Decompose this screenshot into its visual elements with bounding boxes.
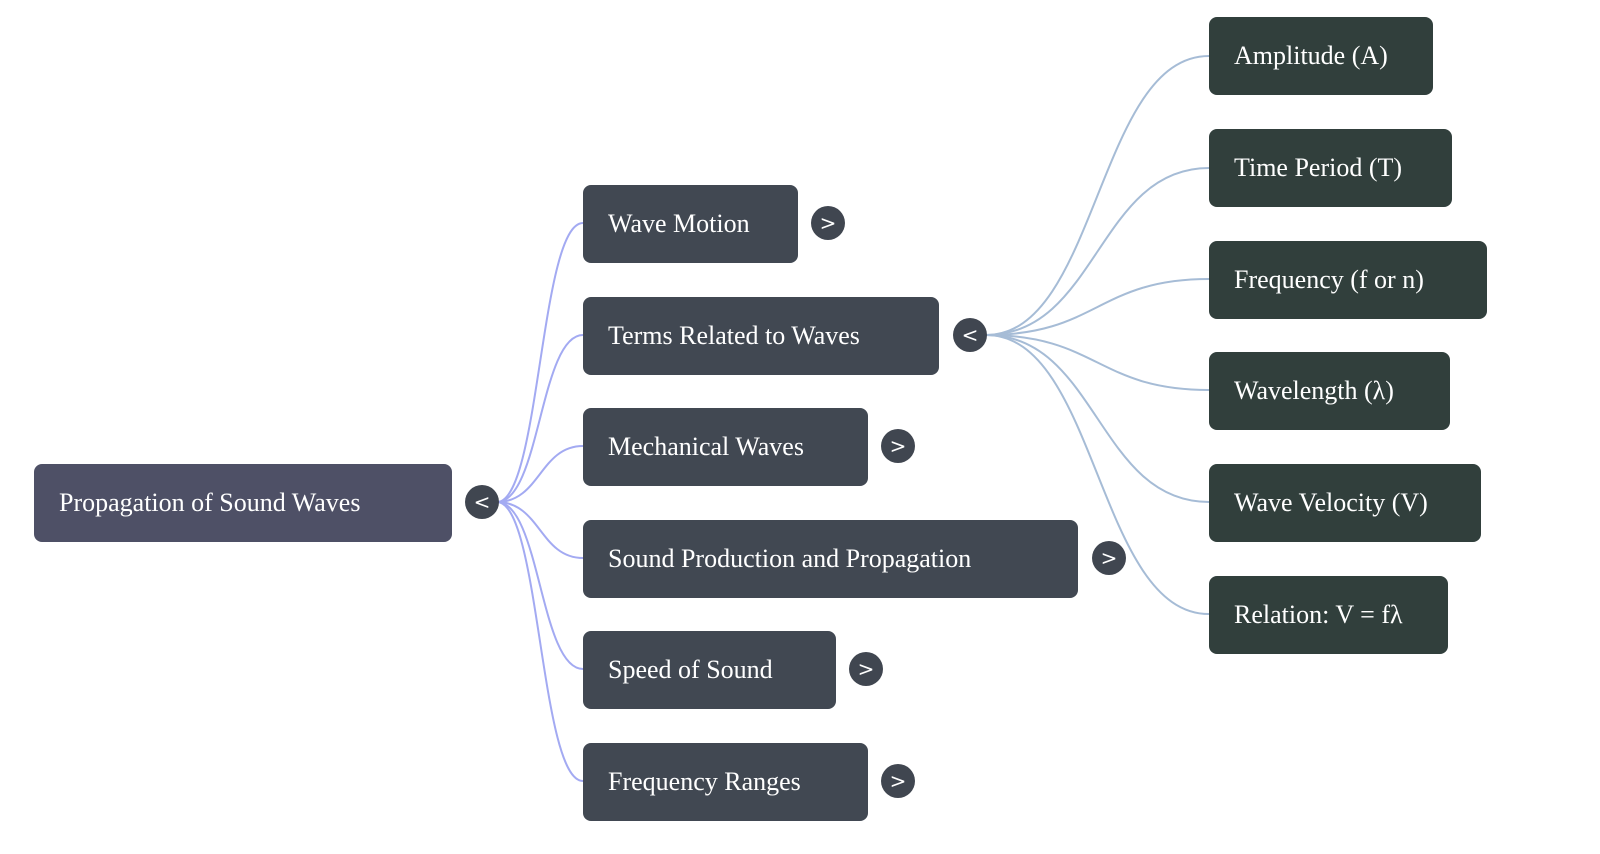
chevron-right-icon: > (889, 434, 907, 458)
node-frequency-ranges[interactable]: Frequency Ranges (583, 743, 868, 821)
node-label: Wave Velocity (V) (1234, 488, 1428, 517)
node-time-period[interactable]: Time Period (T) (1209, 129, 1452, 207)
chevron-left-icon: < (473, 490, 491, 514)
node-label: Amplitude (A) (1234, 41, 1388, 70)
root-label: Propagation of Sound Waves (59, 488, 361, 517)
mechanical-waves-expand-toggle[interactable]: > (881, 429, 915, 463)
node-wave-velocity[interactable]: Wave Velocity (V) (1209, 464, 1481, 542)
edge-terms-to-leaf-3 (985, 334, 1210, 391)
chevron-right-icon: > (889, 769, 907, 793)
sound-production-expand-toggle[interactable]: > (1092, 541, 1126, 575)
edge-root-to-child-2 (496, 445, 584, 503)
node-label: Speed of Sound (608, 655, 773, 684)
root-collapse-toggle[interactable]: < (465, 485, 499, 519)
node-label: Wavelength (λ) (1234, 376, 1394, 405)
node-label: Time Period (T) (1234, 153, 1403, 182)
node-label: Frequency Ranges (608, 767, 801, 796)
node-mechanical-waves[interactable]: Mechanical Waves (583, 408, 868, 486)
chevron-left-icon: < (961, 323, 979, 347)
chevron-right-icon: > (857, 657, 875, 681)
node-label: Terms Related to Waves (608, 321, 860, 350)
node-wave-motion[interactable]: Wave Motion (583, 185, 798, 263)
node-relation[interactable]: Relation: V = fλ (1209, 576, 1448, 654)
node-sound-production-and-propagation[interactable]: Sound Production and Propagation (583, 520, 1078, 598)
edge-root-to-child-0 (496, 222, 584, 503)
edge-root-to-child-3 (496, 501, 584, 559)
edge-terms-to-leaf-4 (985, 334, 1210, 503)
root-node[interactable]: Propagation of Sound Waves (34, 464, 452, 542)
node-speed-of-sound[interactable]: Speed of Sound (583, 631, 836, 709)
node-wavelength[interactable]: Wavelength (λ) (1209, 352, 1450, 430)
frequency-ranges-expand-toggle[interactable]: > (881, 764, 915, 798)
node-label: Frequency (f or n) (1234, 265, 1424, 294)
wave-motion-expand-toggle[interactable]: > (811, 206, 845, 240)
node-label: Relation: V = fλ (1234, 600, 1403, 629)
edge-root-to-child-4 (496, 501, 584, 670)
node-label: Sound Production and Propagation (608, 544, 972, 573)
chevron-right-icon: > (819, 211, 837, 235)
node-label: Wave Motion (608, 209, 750, 238)
edge-terms-to-leaf-2 (985, 278, 1210, 336)
node-terms-related-to-waves[interactable]: Terms Related to Waves (583, 297, 939, 375)
edge-root-to-child-5 (496, 501, 584, 782)
edge-terms-to-leaf-1 (985, 167, 1210, 336)
chevron-right-icon: > (1100, 546, 1118, 570)
edge-root-to-child-1 (496, 334, 584, 503)
speed-of-sound-expand-toggle[interactable]: > (849, 652, 883, 686)
node-frequency[interactable]: Frequency (f or n) (1209, 241, 1487, 319)
terms-collapse-toggle[interactable]: < (953, 318, 987, 352)
node-label: Mechanical Waves (608, 432, 804, 461)
node-amplitude[interactable]: Amplitude (A) (1209, 17, 1433, 95)
edge-terms-to-leaf-0 (985, 55, 1210, 336)
